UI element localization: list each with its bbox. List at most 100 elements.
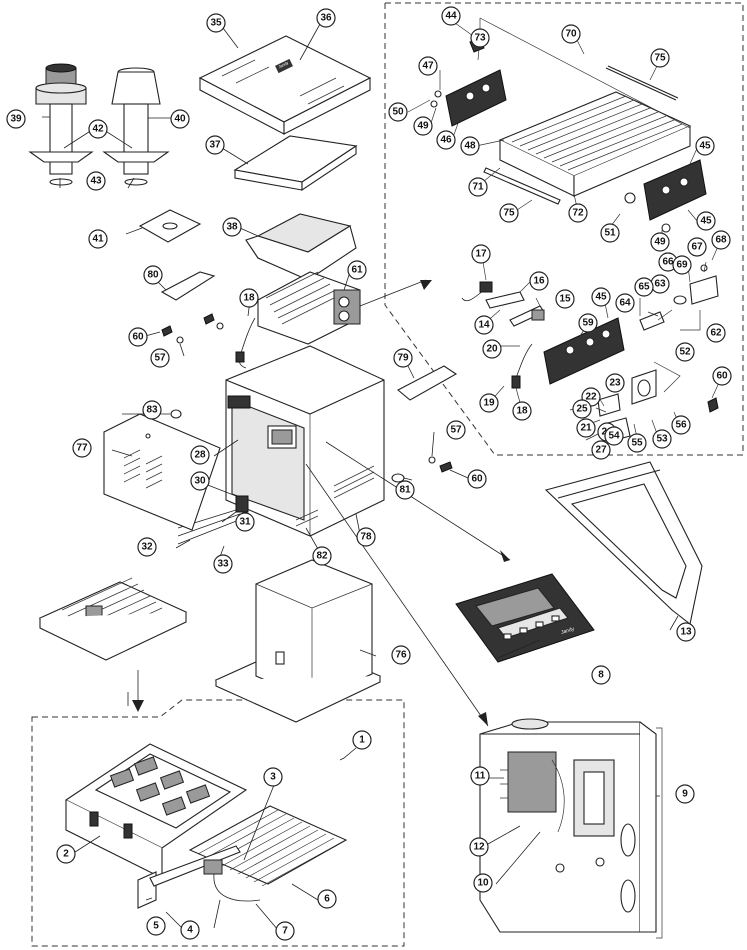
callout-28[interactable]: 28 (190, 445, 210, 465)
callout-53[interactable]: 53 (652, 429, 672, 449)
callout-67[interactable]: 67 (687, 237, 707, 257)
cabinet-assembly (177, 345, 385, 545)
callout-12[interactable]: 12 (469, 837, 489, 857)
svg-text:69: 69 (676, 260, 688, 271)
callout-72[interactable]: 72 (568, 203, 588, 223)
callout-45b[interactable]: 45 (696, 211, 716, 231)
svg-text:43: 43 (90, 176, 102, 187)
callout-73[interactable]: 73 (470, 28, 490, 48)
svg-text:83: 83 (146, 405, 158, 416)
callout-21[interactable]: 21 (576, 418, 596, 438)
callout-60a[interactable]: 60 (128, 327, 148, 347)
control-box (479, 718, 663, 939)
callout-54[interactable]: 54 (604, 426, 624, 446)
burner-tray-thumbnail (38, 577, 188, 661)
callout-8[interactable]: 8 (591, 665, 611, 685)
callout-18b[interactable]: 18 (512, 401, 532, 421)
callout-31[interactable]: 31 (235, 512, 255, 532)
callout-71[interactable]: 71 (468, 177, 488, 197)
callout-27[interactable]: 27 (591, 440, 611, 460)
manifold-sensor-detail (461, 264, 719, 443)
callout-40[interactable]: 40 (170, 109, 190, 129)
o-ring-83 (170, 409, 182, 419)
callout-64[interactable]: 64 (615, 293, 635, 313)
callout-14[interactable]: 14 (474, 315, 494, 335)
callout-23[interactable]: 23 (605, 373, 625, 393)
callout-69[interactable]: 69 (672, 255, 692, 275)
svg-text:67: 67 (691, 242, 703, 253)
callout-48[interactable]: 48 (460, 136, 480, 156)
callout-75a[interactable]: 75 (650, 48, 670, 68)
callout-68[interactable]: 68 (711, 230, 731, 250)
svg-text:75: 75 (654, 53, 666, 64)
callout-18a[interactable]: 18 (239, 288, 259, 308)
svg-text:62: 62 (710, 328, 722, 339)
callout-35[interactable]: 35 (206, 13, 226, 33)
callout-11[interactable]: 11 (470, 766, 490, 786)
callout-81[interactable]: 81 (395, 480, 415, 500)
callout-57b[interactable]: 57 (446, 420, 466, 440)
svg-text:82: 82 (316, 551, 328, 562)
callout-9[interactable]: 9 (675, 784, 695, 804)
callout-60b[interactable]: 60 (467, 469, 487, 489)
callout-38[interactable]: 38 (222, 217, 242, 237)
svg-text:8: 8 (598, 670, 604, 681)
callout-52[interactable]: 52 (675, 342, 695, 362)
callout-3[interactable]: 3 (263, 767, 283, 787)
callout-65[interactable]: 65 (634, 277, 654, 297)
callout-7[interactable]: 7 (275, 921, 295, 941)
callout-41[interactable]: 41 (88, 229, 108, 249)
callout-43[interactable]: 43 (86, 171, 106, 191)
callout-30[interactable]: 30 (190, 471, 210, 491)
callout-45a[interactable]: 45 (695, 136, 715, 156)
callout-4[interactable]: 4 (180, 920, 200, 940)
callout-70[interactable]: 70 (561, 24, 581, 44)
callout-46[interactable]: 46 (436, 130, 456, 150)
callout-79[interactable]: 79 (393, 348, 413, 368)
callout-1[interactable]: 1 (352, 730, 372, 750)
callout-76[interactable]: 76 (391, 645, 411, 665)
callout-20[interactable]: 20 (482, 339, 502, 359)
callout-44[interactable]: 44 (441, 6, 461, 26)
callout-36[interactable]: 36 (316, 8, 336, 28)
callout-49b[interactable]: 49 (650, 232, 670, 252)
callout-56[interactable]: 56 (671, 415, 691, 435)
callout-33[interactable]: 33 (213, 554, 233, 574)
callout-16[interactable]: 16 (529, 271, 549, 291)
callout-63[interactable]: 63 (650, 274, 670, 294)
callout-62[interactable]: 62 (706, 323, 726, 343)
callout-78[interactable]: 78 (356, 527, 376, 547)
callout-61[interactable]: 61 (347, 260, 367, 280)
callout-6[interactable]: 6 (317, 889, 337, 909)
callout-82[interactable]: 82 (312, 546, 332, 566)
svg-text:78: 78 (360, 532, 372, 543)
callout-15[interactable]: 15 (555, 289, 575, 309)
callout-50[interactable]: 50 (388, 102, 408, 122)
callout-25[interactable]: 25 (572, 399, 592, 419)
callout-51[interactable]: 51 (600, 223, 620, 243)
callout-47[interactable]: 47 (418, 56, 438, 76)
callout-57a[interactable]: 57 (150, 348, 170, 368)
callout-45c[interactable]: 45 (591, 287, 611, 307)
callout-10[interactable]: 10 (473, 873, 493, 893)
callout-55[interactable]: 55 (627, 433, 647, 453)
svg-text:17: 17 (475, 249, 487, 260)
callout-17[interactable]: 17 (471, 244, 491, 264)
callout-59[interactable]: 59 (578, 313, 598, 333)
callout-75b[interactable]: 75 (499, 203, 519, 223)
callout-42[interactable]: 42 (88, 119, 108, 139)
callout-13[interactable]: 13 (676, 622, 696, 642)
callout-5[interactable]: 5 (146, 916, 166, 936)
svg-text:41: 41 (92, 234, 104, 245)
callout-77[interactable]: 77 (72, 438, 92, 458)
callout-60c[interactable]: 60 (712, 366, 732, 386)
callout-37[interactable]: 37 (205, 135, 225, 155)
callout-83[interactable]: 83 (142, 400, 162, 420)
callout-32[interactable]: 32 (137, 537, 157, 557)
callout-19[interactable]: 19 (479, 393, 499, 413)
callout-49a[interactable]: 49 (413, 116, 433, 136)
callout-39[interactable]: 39 (6, 109, 26, 129)
callout-80[interactable]: 80 (143, 265, 163, 285)
callout-2[interactable]: 2 (56, 844, 76, 864)
